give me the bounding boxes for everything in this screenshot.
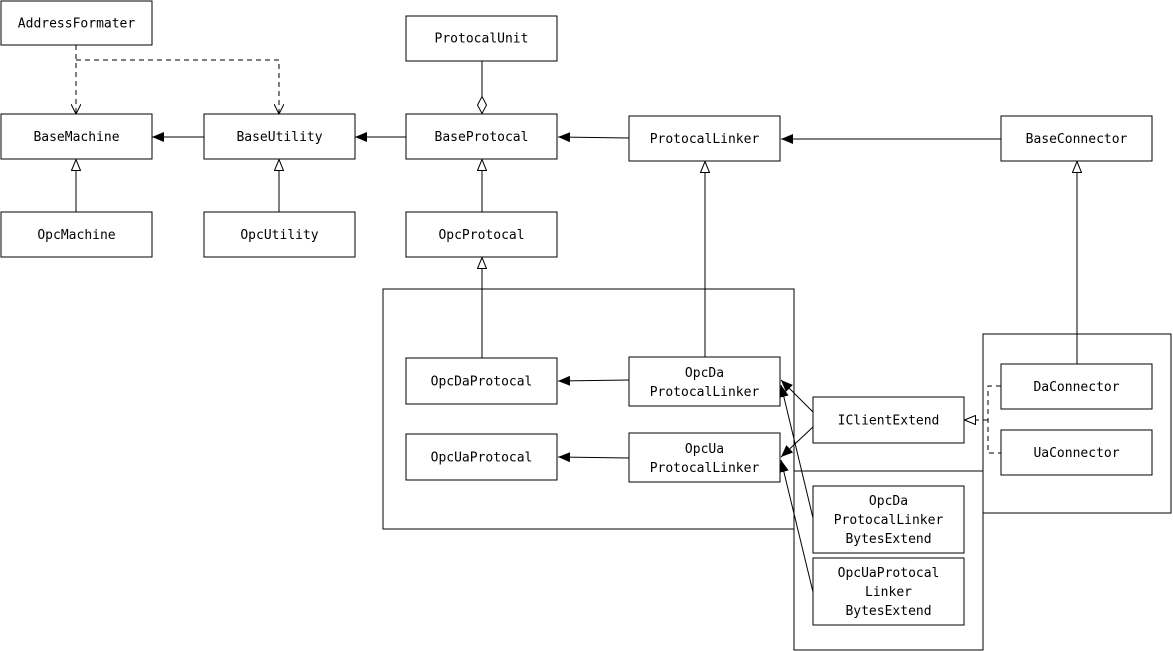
node-label: AddressFormater (18, 17, 136, 32)
node-addressformater[interactable]: AddressFormater (0, 0, 153, 46)
node-label-line-1: OpcUaProtocal (838, 566, 940, 581)
node-label-line-2: Linker (865, 585, 912, 600)
bytes-extend-group-frame (793, 470, 984, 651)
node-label: DaConnector (1033, 380, 1119, 395)
association-iclientextend-opcdalinker (780, 379, 814, 413)
node-daconnector[interactable]: DaConnector (1000, 363, 1153, 410)
node-protocallinker[interactable]: ProtocalLinker (628, 115, 781, 162)
node-opcuaprotocallinkerbytesextend[interactable]: OpcUaProtocal Linker BytesExtend (812, 557, 965, 626)
node-label: OpcUaProtocal (431, 451, 533, 466)
node-baseprotocal[interactable]: BaseProtocal (405, 113, 558, 160)
node-opcmachine[interactable]: OpcMachine (0, 211, 153, 258)
node-label-line-2: ProtocalLinker (650, 461, 760, 476)
dependency-addressformater-baseutility (76, 59, 279, 114)
node-opcuaprotocallinker[interactable]: OpcUa ProtocalLinker (628, 432, 781, 483)
node-protocalunit[interactable]: ProtocalUnit (405, 15, 558, 62)
node-opcdaprotocallinker[interactable]: OpcDa ProtocalLinker (628, 356, 781, 407)
association-protocallinker-baseprotocal (557, 132, 630, 143)
node-basemachine[interactable]: BaseMachine (0, 113, 153, 160)
association-opcdalinker-opcdaprotocal (557, 375, 630, 386)
node-label: OpcUtility (240, 228, 318, 243)
association-iclientextend-opcualinker (780, 426, 814, 458)
node-label-line-1: OpcUa (685, 442, 724, 457)
association-opcdabytesextend-opcdalinker (778, 384, 814, 519)
node-label: IClientExtend (838, 414, 940, 429)
node-opcdaprotocal[interactable]: OpcDaProtocal (405, 357, 558, 405)
node-uaconnector[interactable]: UaConnector (1000, 429, 1153, 476)
node-label-line-2: ProtocalLinker (650, 385, 760, 400)
node-label-line-3: BytesExtend (845, 532, 931, 547)
node-label: BaseConnector (1026, 132, 1128, 147)
node-label: BaseProtocal (435, 130, 529, 145)
node-label-line-1: OpcDa (685, 366, 724, 381)
association-opcualinker-opcuaprotocal (557, 452, 630, 463)
association-opcuabytesextend-opcualinker (778, 459, 814, 593)
node-label: OpcMachine (37, 228, 115, 243)
node-label: ProtocalUnit (435, 32, 529, 47)
node-opcdaprotocallinkerbytesextend[interactable]: OpcDa ProtocalLinker BytesExtend (812, 485, 965, 554)
node-label: OpcDaProtocal (431, 375, 533, 390)
node-label-line-2: ProtocalLinker (834, 513, 944, 528)
node-label: UaConnector (1033, 446, 1119, 461)
node-opcprotocal[interactable]: OpcProtocal (405, 211, 558, 258)
node-label: BaseUtility (236, 130, 322, 145)
node-opcutility[interactable]: OpcUtility (203, 211, 356, 258)
node-iclientextend[interactable]: IClientExtend (812, 396, 965, 444)
node-label: ProtocalLinker (650, 132, 760, 147)
node-label: BaseMachine (33, 130, 119, 145)
node-baseconnector[interactable]: BaseConnector (1000, 115, 1153, 162)
node-label: OpcProtocal (438, 228, 524, 243)
node-label-line-1: OpcDa (869, 494, 908, 509)
realization-connectors-bracket (987, 385, 1001, 454)
node-label-line-3: BytesExtend (845, 604, 931, 619)
opc-linker-group-frame (382, 288, 795, 530)
node-opcuaprotocal[interactable]: OpcUaProtocal (405, 433, 558, 481)
node-baseutility[interactable]: BaseUtility (203, 113, 356, 160)
